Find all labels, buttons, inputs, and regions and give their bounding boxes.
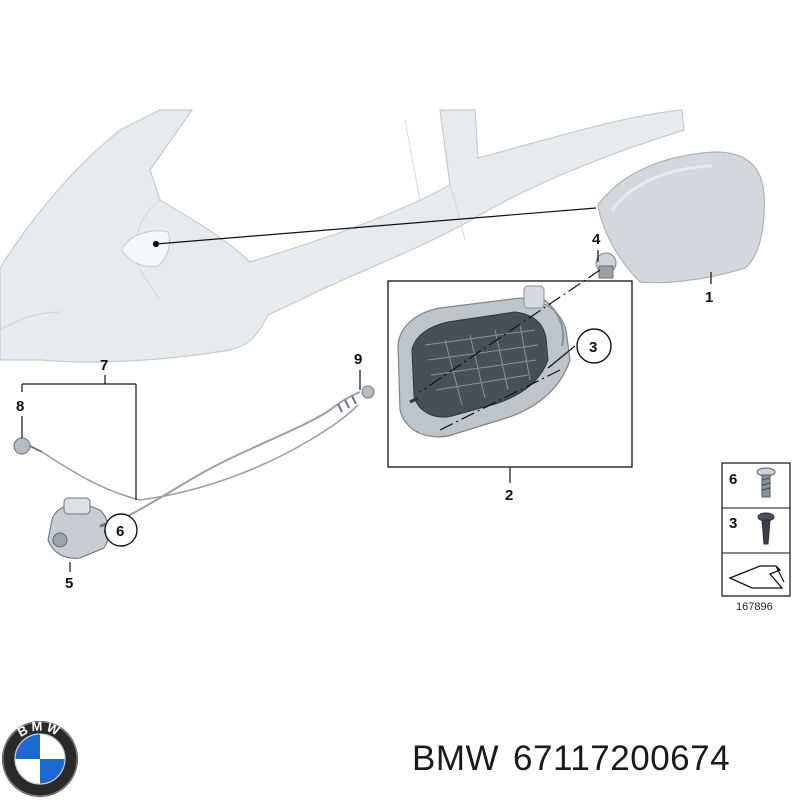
logo-text: BMW — [15, 718, 62, 739]
callout-2: 2 — [505, 487, 513, 504]
callout-6: 6 — [116, 523, 124, 540]
part-caption: BMW 67117200674 — [412, 739, 730, 779]
callout-9: 9 — [354, 351, 362, 368]
parts-legend: 6 3 167896 — [721, 462, 791, 613]
callout-1: 1 — [705, 289, 713, 306]
alignment-lines — [419, 269, 601, 431]
bmw-logo: BMW — [2, 718, 78, 797]
callout-7: 7 — [100, 357, 108, 374]
direction-arrow-icon — [728, 565, 785, 589]
pin-icon — [757, 512, 775, 545]
callout-3: 3 — [589, 339, 597, 356]
body-side-panel — [0, 109, 685, 363]
filler-housing — [397, 285, 571, 438]
bolt-part-4 — [595, 252, 617, 279]
grommet-part-8 — [13, 437, 43, 455]
part-number: 67117200674 — [513, 739, 731, 778]
legend-label-6: 6 — [729, 471, 737, 488]
release-cable-part-9 — [41, 385, 375, 521]
brand-name: BMW — [412, 739, 500, 778]
callout-5: 5 — [65, 575, 73, 592]
callout-3-circle — [576, 328, 612, 364]
drawing-number: 167896 — [736, 601, 773, 613]
legend-label-3: 3 — [729, 515, 737, 532]
screw-icon — [756, 467, 776, 498]
callout-6-circle — [104, 513, 138, 547]
callout-8: 8 — [16, 398, 24, 415]
fuel-filler-flap — [597, 151, 765, 284]
svg-text:BMW: BMW — [15, 718, 65, 739]
callout-4: 4 — [592, 231, 601, 248]
